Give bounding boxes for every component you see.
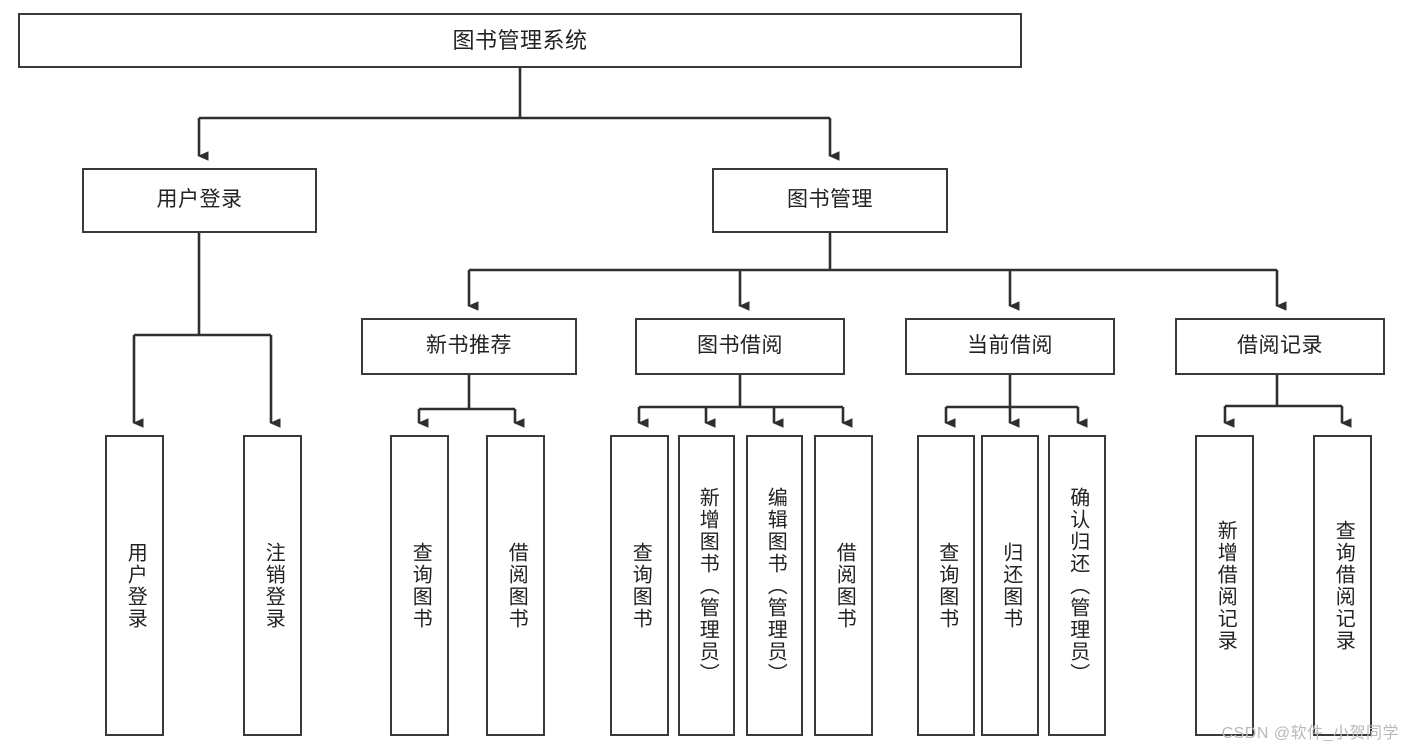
node-label: 查询图书 — [409, 541, 432, 630]
node-label: 注销登录 — [262, 541, 285, 630]
node-current-borrow[interactable]: 当前借阅 — [905, 318, 1115, 375]
node-label: 查询借阅记录 — [1332, 519, 1355, 652]
node-label: 用户登录 — [124, 541, 147, 630]
node-label: 新书推荐 — [426, 334, 512, 358]
node-new-book-recommend[interactable]: 新书推荐 — [361, 318, 577, 375]
node-label: 图书管理 — [787, 188, 873, 212]
node-leaf-query-book-3[interactable]: 查询图书 — [917, 435, 975, 736]
node-leaf-logout[interactable]: 注销登录 — [243, 435, 302, 736]
node-label: 查询图书 — [629, 541, 652, 630]
watermark-text: CSDN @软件_小贺同学 — [1221, 725, 1399, 742]
node-leaf-confirm-return[interactable]: 确认归还（管理员） — [1048, 435, 1106, 736]
node-borrow-record[interactable]: 借阅记录 — [1175, 318, 1385, 375]
node-leaf-return-book[interactable]: 归还图书 — [981, 435, 1039, 736]
node-leaf-borrow-book-1[interactable]: 借阅图书 — [486, 435, 545, 736]
node-label: 图书管理系统 — [452, 27, 588, 53]
node-label: 用户登录 — [156, 188, 243, 212]
node-label: 当前借阅 — [967, 334, 1053, 358]
node-label: 借阅图书 — [833, 541, 856, 630]
node-root-book-management-system[interactable]: 图书管理系统 — [18, 13, 1022, 68]
node-label: 归还图书 — [999, 541, 1022, 630]
node-label: 新增借阅记录 — [1214, 519, 1237, 652]
node-label: 新增图书（管理员） — [696, 486, 719, 685]
node-leaf-add-record[interactable]: 新增借阅记录 — [1195, 435, 1254, 736]
node-label: 借阅记录 — [1237, 334, 1323, 358]
node-leaf-borrow-book-2[interactable]: 借阅图书 — [814, 435, 873, 736]
node-leaf-query-record[interactable]: 查询借阅记录 — [1313, 435, 1372, 736]
node-user-login[interactable]: 用户登录 — [82, 168, 317, 233]
node-leaf-user-login[interactable]: 用户登录 — [105, 435, 164, 736]
node-leaf-query-book-2[interactable]: 查询图书 — [610, 435, 669, 736]
node-leaf-edit-book[interactable]: 编辑图书（管理员） — [746, 435, 803, 736]
node-label: 查询图书 — [935, 541, 958, 630]
node-book-management[interactable]: 图书管理 — [712, 168, 948, 233]
node-book-borrow[interactable]: 图书借阅 — [635, 318, 845, 375]
node-leaf-add-book[interactable]: 新增图书（管理员） — [678, 435, 735, 736]
node-label: 编辑图书（管理员） — [764, 486, 787, 685]
node-label: 确认归还（管理员） — [1066, 486, 1089, 685]
node-label: 图书借阅 — [697, 334, 783, 358]
node-leaf-query-book-1[interactable]: 查询图书 — [390, 435, 449, 736]
node-label: 借阅图书 — [505, 541, 528, 630]
